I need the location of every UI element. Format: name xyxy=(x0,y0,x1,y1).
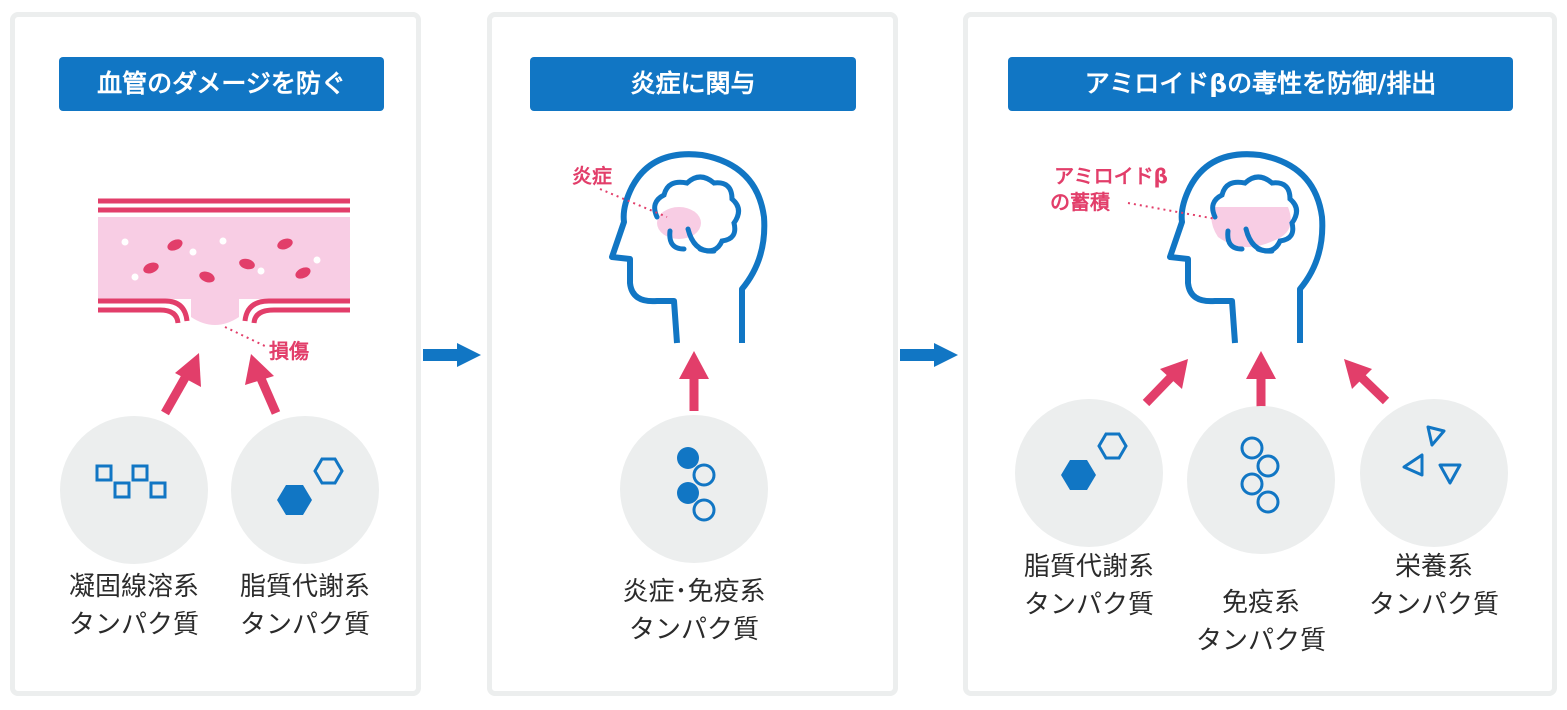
protein-label: 栄養系 タンパク質 xyxy=(1334,548,1534,624)
protein-label: 脂質代謝系 タンパク質 xyxy=(231,568,379,644)
arrow-icon xyxy=(900,343,958,367)
amyloid-label-line1: アミロイドβ xyxy=(1054,164,1168,188)
panel-inflammation: 炎症に関与 炎症 炎症･免疫系 タンパク質 xyxy=(487,12,898,696)
panel-vessel-damage: 血管のダメージを防ぐ 損傷 xyxy=(10,12,421,696)
circles-icon xyxy=(1187,406,1335,554)
protein-name: 凝固線溶系 xyxy=(68,572,199,602)
panel-amyloid-beta: アミロイドβの毒性を防御/排出 アミロイドβ の蓄積 xyxy=(963,12,1557,696)
hexagons-icon xyxy=(1015,399,1163,547)
hexagons-icon xyxy=(231,416,379,564)
protein-name: 免疫系 xyxy=(1221,588,1300,618)
triangles-icon xyxy=(1360,399,1508,547)
arrow-icon xyxy=(423,343,481,367)
protein-label: 脂質代謝系 タンパク質 xyxy=(989,548,1189,624)
protein-type: タンパク質 xyxy=(1195,626,1326,656)
protein-name: 脂質代謝系 xyxy=(239,572,370,602)
panel-header: 血管のダメージを防ぐ xyxy=(59,57,384,111)
damage-label: 損傷 xyxy=(269,339,309,363)
protein-type: タンパク質 xyxy=(628,615,759,645)
protein-label: 凝固線溶系 タンパク質 xyxy=(60,568,208,644)
protein-name: 炎症･免疫系 xyxy=(622,577,766,607)
panel-header: アミロイドβの毒性を防御/排出 xyxy=(1008,57,1513,111)
inflammation-label: 炎症 xyxy=(572,164,612,188)
amyloid-label: アミロイドβ の蓄積 xyxy=(1048,163,1168,215)
protein-name: 栄養系 xyxy=(1394,552,1473,582)
circles-icon xyxy=(620,415,768,563)
protein-type: タンパク質 xyxy=(68,610,199,640)
amyloid-label-line2: の蓄積 xyxy=(1050,190,1110,214)
protein-type: タンパク質 xyxy=(239,610,370,640)
protein-type: タンパク質 xyxy=(1023,590,1154,620)
protein-label: 炎症･免疫系 タンパク質 xyxy=(582,573,806,649)
squares-icon xyxy=(60,416,208,564)
panel-header: 炎症に関与 xyxy=(530,57,856,111)
protein-label: 免疫系 タンパク質 xyxy=(1161,584,1361,660)
protein-type: タンパク質 xyxy=(1368,590,1499,620)
protein-name: 脂質代謝系 xyxy=(1023,552,1154,582)
